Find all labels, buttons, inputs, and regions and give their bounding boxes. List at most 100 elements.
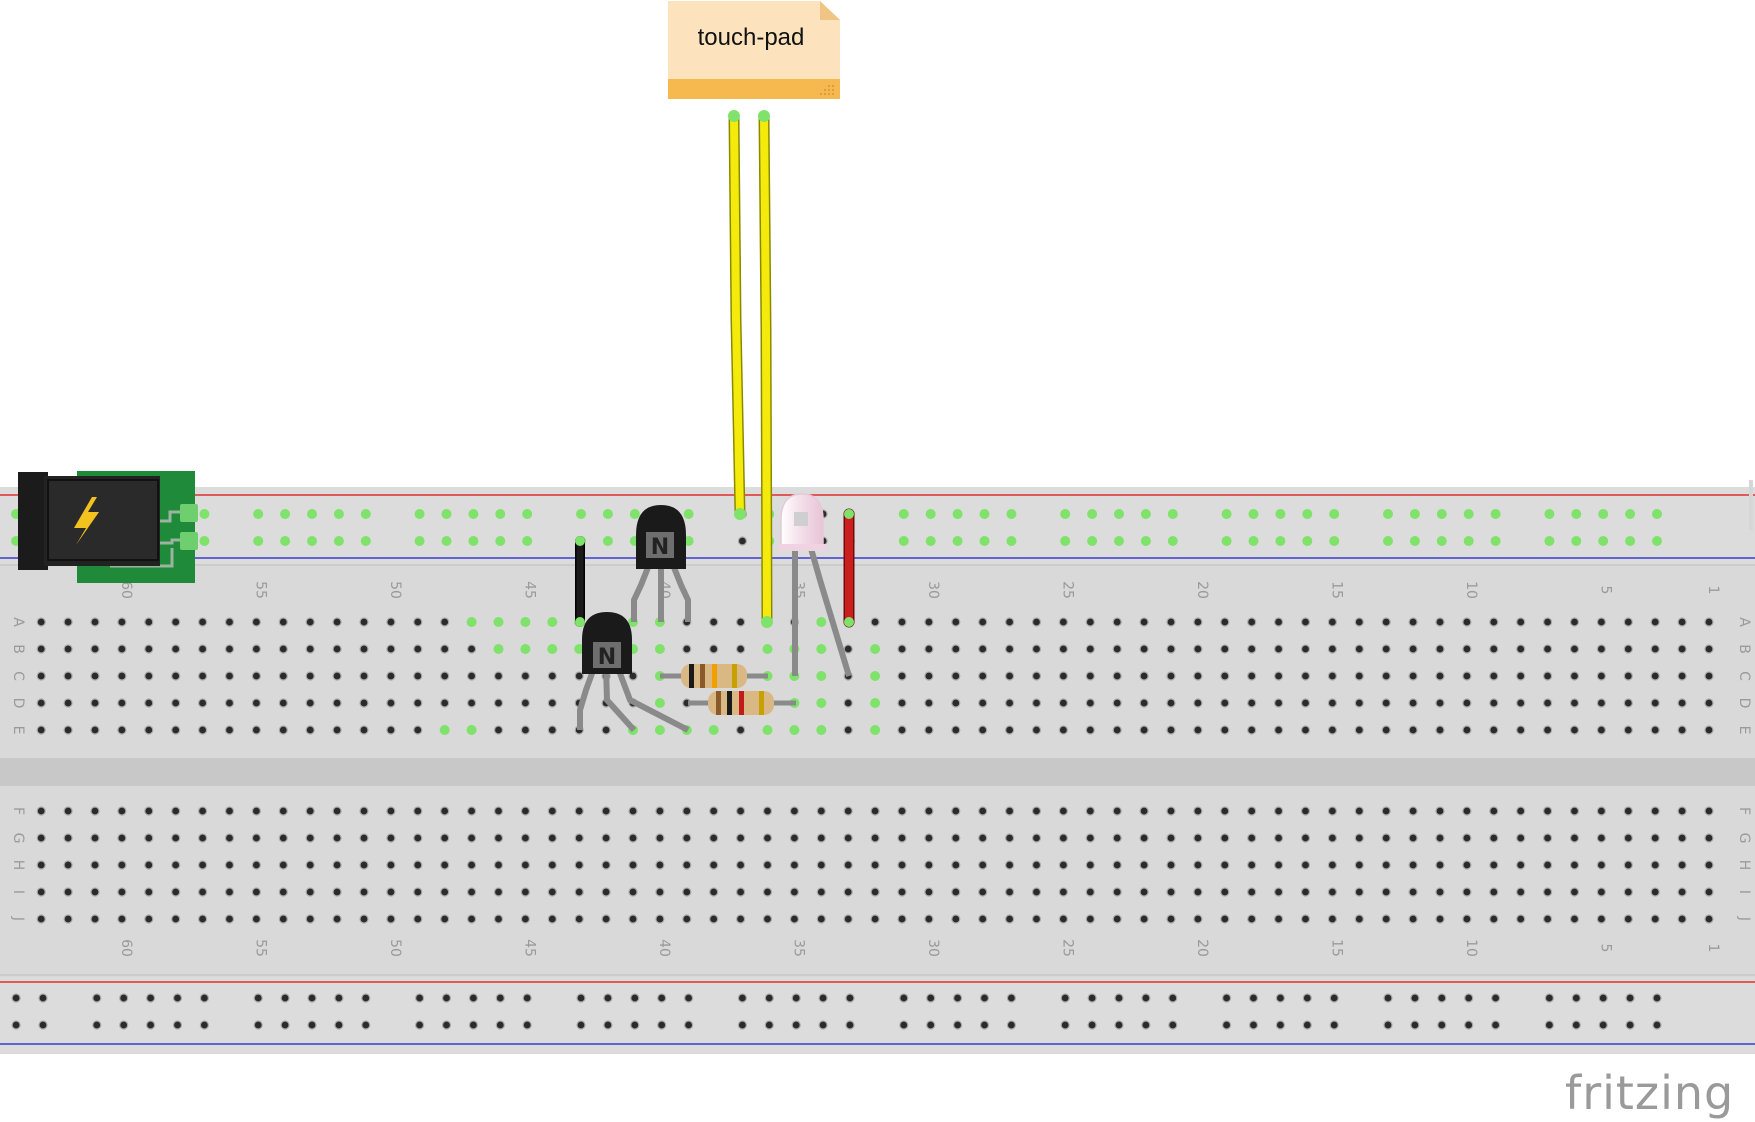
power-rail-hole[interactable] <box>1490 1020 1501 1030</box>
terminal-hole[interactable] <box>951 671 961 681</box>
power-rail-hole[interactable] <box>1410 993 1420 1003</box>
terminal-hole[interactable] <box>682 914 692 924</box>
power-rail-hole[interactable] <box>38 993 48 1003</box>
terminal-hole[interactable] <box>36 914 46 924</box>
terminal-hole[interactable] <box>843 698 853 708</box>
power-rail-hole[interactable] <box>441 993 452 1003</box>
power-rail-hole[interactable] <box>1571 509 1582 519</box>
terminal-hole[interactable] <box>978 806 988 816</box>
terminal-hole[interactable] <box>1489 617 1499 627</box>
terminal-hole[interactable] <box>1058 806 1069 816</box>
terminal-hole[interactable] <box>413 806 423 816</box>
terminal-hole[interactable] <box>1650 644 1660 654</box>
wire-yellow-2[interactable] <box>758 110 773 628</box>
terminal-hole[interactable] <box>440 644 450 654</box>
terminal-hole[interactable] <box>1004 671 1015 681</box>
terminal-hole[interactable] <box>1623 698 1633 708</box>
terminal-hole[interactable] <box>735 860 746 870</box>
terminal-hole[interactable] <box>1166 806 1176 816</box>
terminal-hole[interactable] <box>1381 860 1391 870</box>
terminal-hole[interactable] <box>1058 887 1069 897</box>
terminal-hole[interactable] <box>1596 914 1607 924</box>
terminal-hole[interactable] <box>520 644 531 654</box>
power-rail-hole[interactable] <box>1275 509 1286 519</box>
power-rail-hole[interactable] <box>468 1020 478 1030</box>
terminal-hole[interactable] <box>1569 806 1580 816</box>
power-rail-hole[interactable] <box>1114 993 1124 1003</box>
terminal-hole[interactable] <box>951 698 961 708</box>
power-rail-hole[interactable] <box>1006 509 1017 519</box>
terminal-hole[interactable] <box>493 644 504 654</box>
terminal-hole[interactable] <box>332 698 342 708</box>
power-rail-hole[interactable] <box>899 1020 909 1030</box>
terminal-hole[interactable] <box>251 833 261 843</box>
terminal-hole[interactable] <box>816 698 827 708</box>
power-rail-hole[interactable] <box>468 536 479 546</box>
power-rail-hole[interactable] <box>602 509 613 519</box>
power-rail-hole[interactable] <box>1060 1020 1070 1030</box>
terminal-hole[interactable] <box>1300 833 1311 843</box>
power-rail-hole[interactable] <box>952 1020 963 1030</box>
terminal-hole[interactable] <box>574 644 585 654</box>
terminal-hole[interactable] <box>1031 725 1042 735</box>
terminal-hole[interactable] <box>144 617 154 627</box>
terminal-hole[interactable] <box>144 671 154 681</box>
terminal-hole[interactable] <box>1650 887 1660 897</box>
power-rail-hole[interactable] <box>1329 1020 1339 1030</box>
terminal-hole[interactable] <box>1166 860 1176 870</box>
terminal-hole[interactable] <box>682 806 692 816</box>
terminal-hole[interactable] <box>924 617 934 627</box>
terminal-hole[interactable] <box>1704 671 1714 681</box>
terminal-hole[interactable] <box>1273 698 1284 708</box>
power-rail-hole[interactable] <box>1329 536 1340 546</box>
terminal-hole[interactable] <box>1220 671 1230 681</box>
terminal-hole[interactable] <box>1300 617 1311 627</box>
terminal-hole[interactable] <box>816 860 826 870</box>
terminal-hole[interactable] <box>90 806 100 816</box>
terminal-hole[interactable] <box>63 671 73 681</box>
terminal-hole[interactable] <box>1300 887 1311 897</box>
power-rail-hole[interactable] <box>952 509 963 519</box>
terminal-hole[interactable] <box>709 914 719 924</box>
terminal-hole[interactable] <box>601 860 611 870</box>
power-rail-hole[interactable] <box>1436 509 1447 519</box>
terminal-hole[interactable] <box>1220 914 1230 924</box>
terminal-hole[interactable] <box>1650 671 1660 681</box>
terminal-hole[interactable] <box>870 725 881 735</box>
power-rail-hole[interactable] <box>1463 509 1474 519</box>
power-rail-hole[interactable] <box>979 1020 990 1030</box>
terminal-hole[interactable] <box>467 806 477 816</box>
terminal-hole[interactable] <box>682 644 692 654</box>
terminal-hole[interactable] <box>978 671 988 681</box>
terminal-hole[interactable] <box>493 725 504 735</box>
terminal-hole[interactable] <box>1031 644 1042 654</box>
terminal-hole[interactable] <box>574 833 584 843</box>
power-rail-hole[interactable] <box>522 1020 532 1030</box>
terminal-hole[interactable] <box>1085 617 1095 627</box>
terminal-hole[interactable] <box>467 860 477 870</box>
terminal-hole[interactable] <box>1193 860 1203 870</box>
terminal-hole[interactable] <box>924 644 934 654</box>
terminal-hole[interactable] <box>63 725 73 735</box>
terminal-hole[interactable] <box>251 914 261 924</box>
terminal-hole[interactable] <box>1381 887 1391 897</box>
terminal-hole[interactable] <box>762 725 773 735</box>
terminal-hole[interactable] <box>224 806 235 816</box>
terminal-hole[interactable] <box>251 806 261 816</box>
terminal-hole[interactable] <box>1542 806 1553 816</box>
power-rail-hole[interactable] <box>925 509 936 519</box>
terminal-hole[interactable] <box>1435 644 1445 654</box>
terminal-hole[interactable] <box>1031 860 1042 870</box>
terminal-hole[interactable] <box>1220 860 1230 870</box>
terminal-hole[interactable] <box>305 617 315 627</box>
power-rail-hole[interactable] <box>603 1020 613 1030</box>
terminal-hole[interactable] <box>762 644 773 654</box>
terminal-hole[interactable] <box>144 833 154 843</box>
terminal-hole[interactable] <box>1300 725 1311 735</box>
terminal-hole[interactable] <box>1516 806 1526 816</box>
power-rail-hole[interactable] <box>199 993 209 1003</box>
terminal-hole[interactable] <box>1327 725 1338 735</box>
terminal-hole[interactable] <box>897 698 907 708</box>
terminal-hole[interactable] <box>843 644 853 654</box>
terminal-hole[interactable] <box>36 725 46 735</box>
